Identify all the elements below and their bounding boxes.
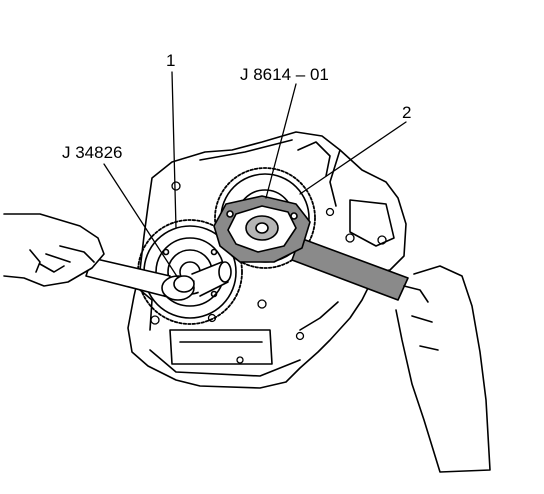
case-rib-upper <box>199 139 293 161</box>
callout-tool-j8614-01: J 8614 – 01 <box>240 65 329 84</box>
left-hand <box>3 213 105 287</box>
spanner-handle <box>291 237 409 301</box>
case-rib-right <box>329 149 341 207</box>
callout-item-1: 1 <box>166 51 175 70</box>
leader-item-2 <box>299 121 407 195</box>
case-lower-panel <box>169 329 273 365</box>
leader-lines <box>103 71 407 279</box>
leader-j34826 <box>103 163 179 279</box>
tool-j8614-01 <box>213 195 409 301</box>
right-hand <box>395 265 491 473</box>
case-mount-right <box>349 199 395 247</box>
case-lower-edge <box>149 349 301 377</box>
callout-tool-j34826: J 34826 <box>62 143 123 162</box>
leader-j8614-01 <box>265 83 297 199</box>
case-bottom-right <box>299 301 339 331</box>
callout-item-2: 2 <box>402 103 411 122</box>
leader-item-1 <box>171 71 177 229</box>
transmission-case <box>127 131 407 389</box>
tool-j34826 <box>85 257 232 301</box>
case-flange-right <box>297 141 331 177</box>
